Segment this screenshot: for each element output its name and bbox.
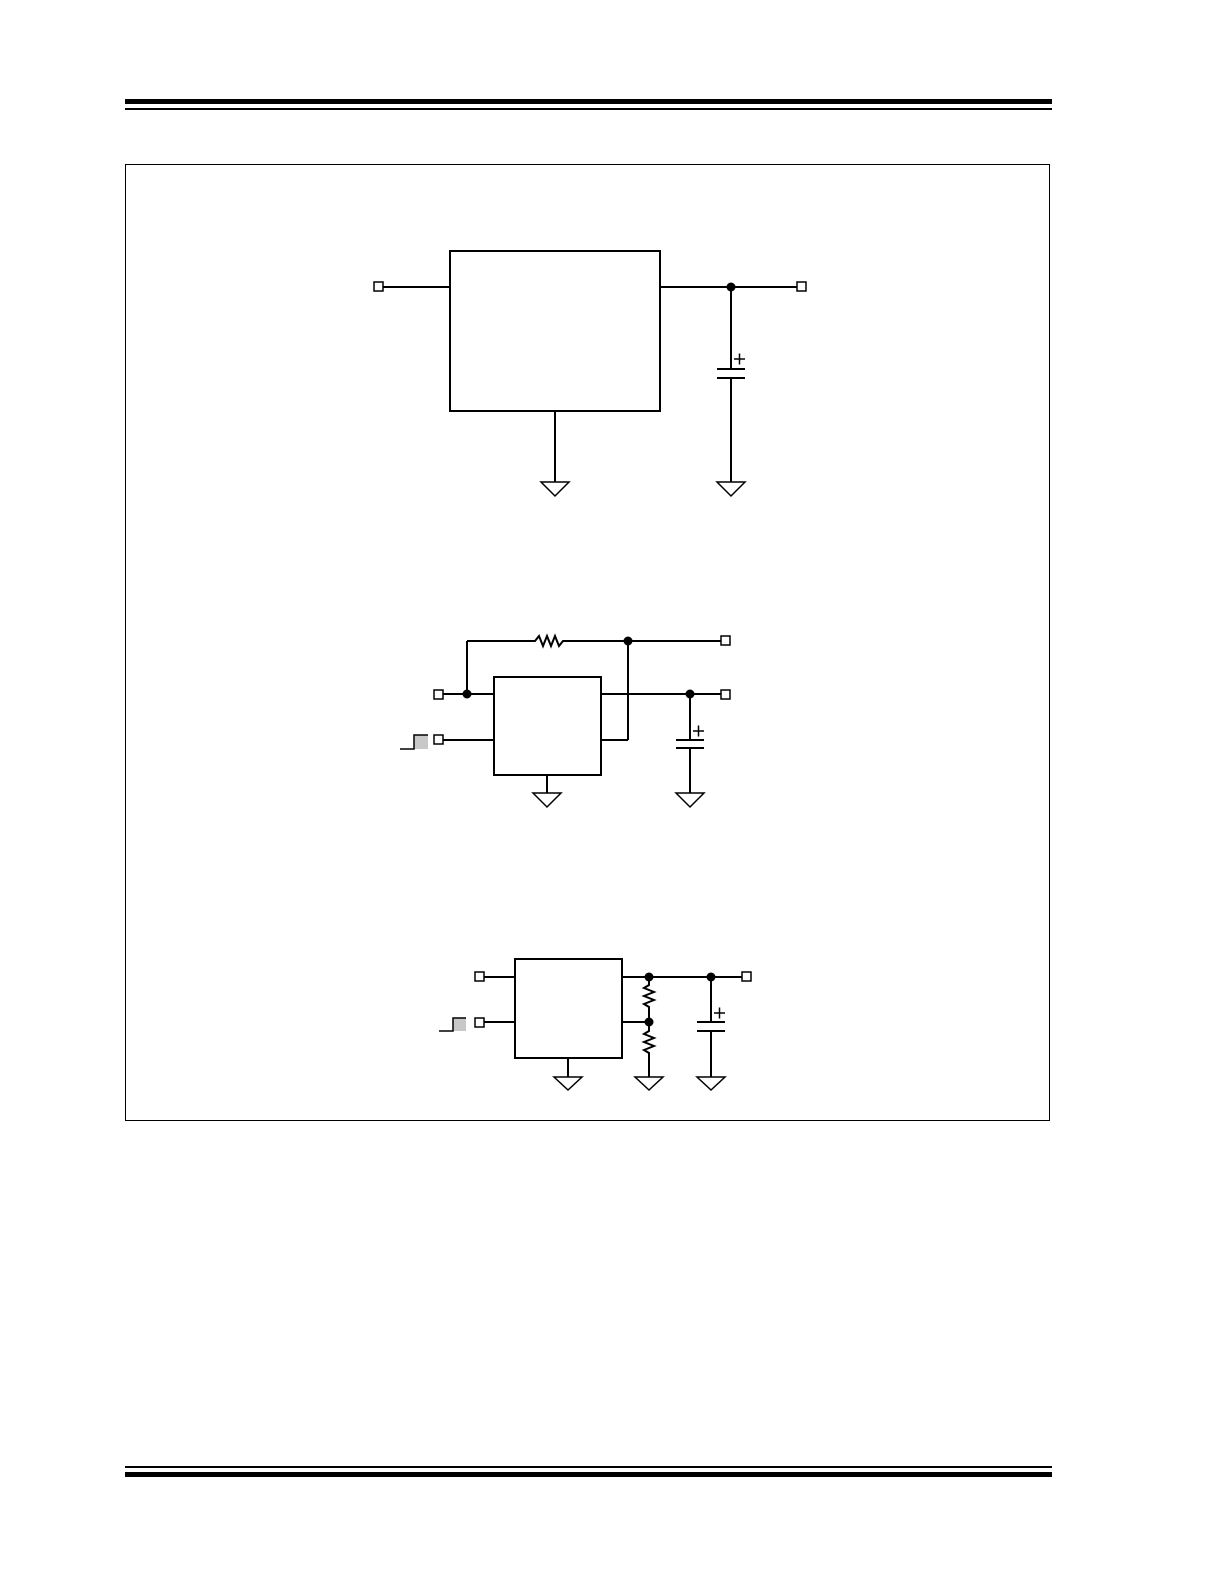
feedback-resistor-icon: [467, 633, 725, 649]
output-terminal: [720, 689, 731, 700]
output-terminal: [741, 971, 752, 982]
capacitor-ground-icon: [695, 1076, 727, 1092]
footer-rule-thick: [125, 1472, 1052, 1477]
header-rule-thick: [125, 99, 1052, 104]
divider-upper-resistor-icon: [641, 977, 657, 1022]
capacitor-ground-icon: [674, 792, 706, 809]
feedback-terminal: [720, 635, 731, 646]
divider-ground-icon: [633, 1076, 665, 1092]
regulator-block: [449, 250, 661, 412]
enable-terminal: [433, 734, 444, 745]
enable-terminal: [474, 1017, 485, 1028]
divider-lower-resistor-icon: [641, 1022, 657, 1077]
pulse-fill: [453, 1018, 466, 1031]
capacitor-ground-icon: [715, 481, 747, 498]
regulator-ground-icon: [531, 792, 563, 809]
basic-regulator-circuit: [373, 250, 807, 498]
regulator-ground-icon: [552, 1076, 584, 1092]
figure-frame: [125, 164, 1050, 1121]
regulator-with-divider-circuit: [439, 958, 752, 1092]
regulator-block: [514, 958, 623, 1059]
input-junction-dot: [462, 689, 472, 699]
input-terminal: [373, 281, 384, 292]
output-terminal: [796, 281, 807, 292]
input-terminal: [433, 689, 444, 700]
regulator-block: [493, 676, 602, 776]
enable-pulse-icon: [439, 1017, 466, 1032]
pulse-fill: [414, 735, 428, 749]
regulator-with-feedback-resistor-circuit: [400, 633, 731, 809]
input-terminal: [474, 971, 485, 982]
header-rule-thin: [125, 108, 1052, 110]
enable-pulse-icon: [400, 734, 428, 750]
regulator-ground-icon: [539, 481, 571, 498]
footer-rule-thin: [125, 1466, 1052, 1468]
